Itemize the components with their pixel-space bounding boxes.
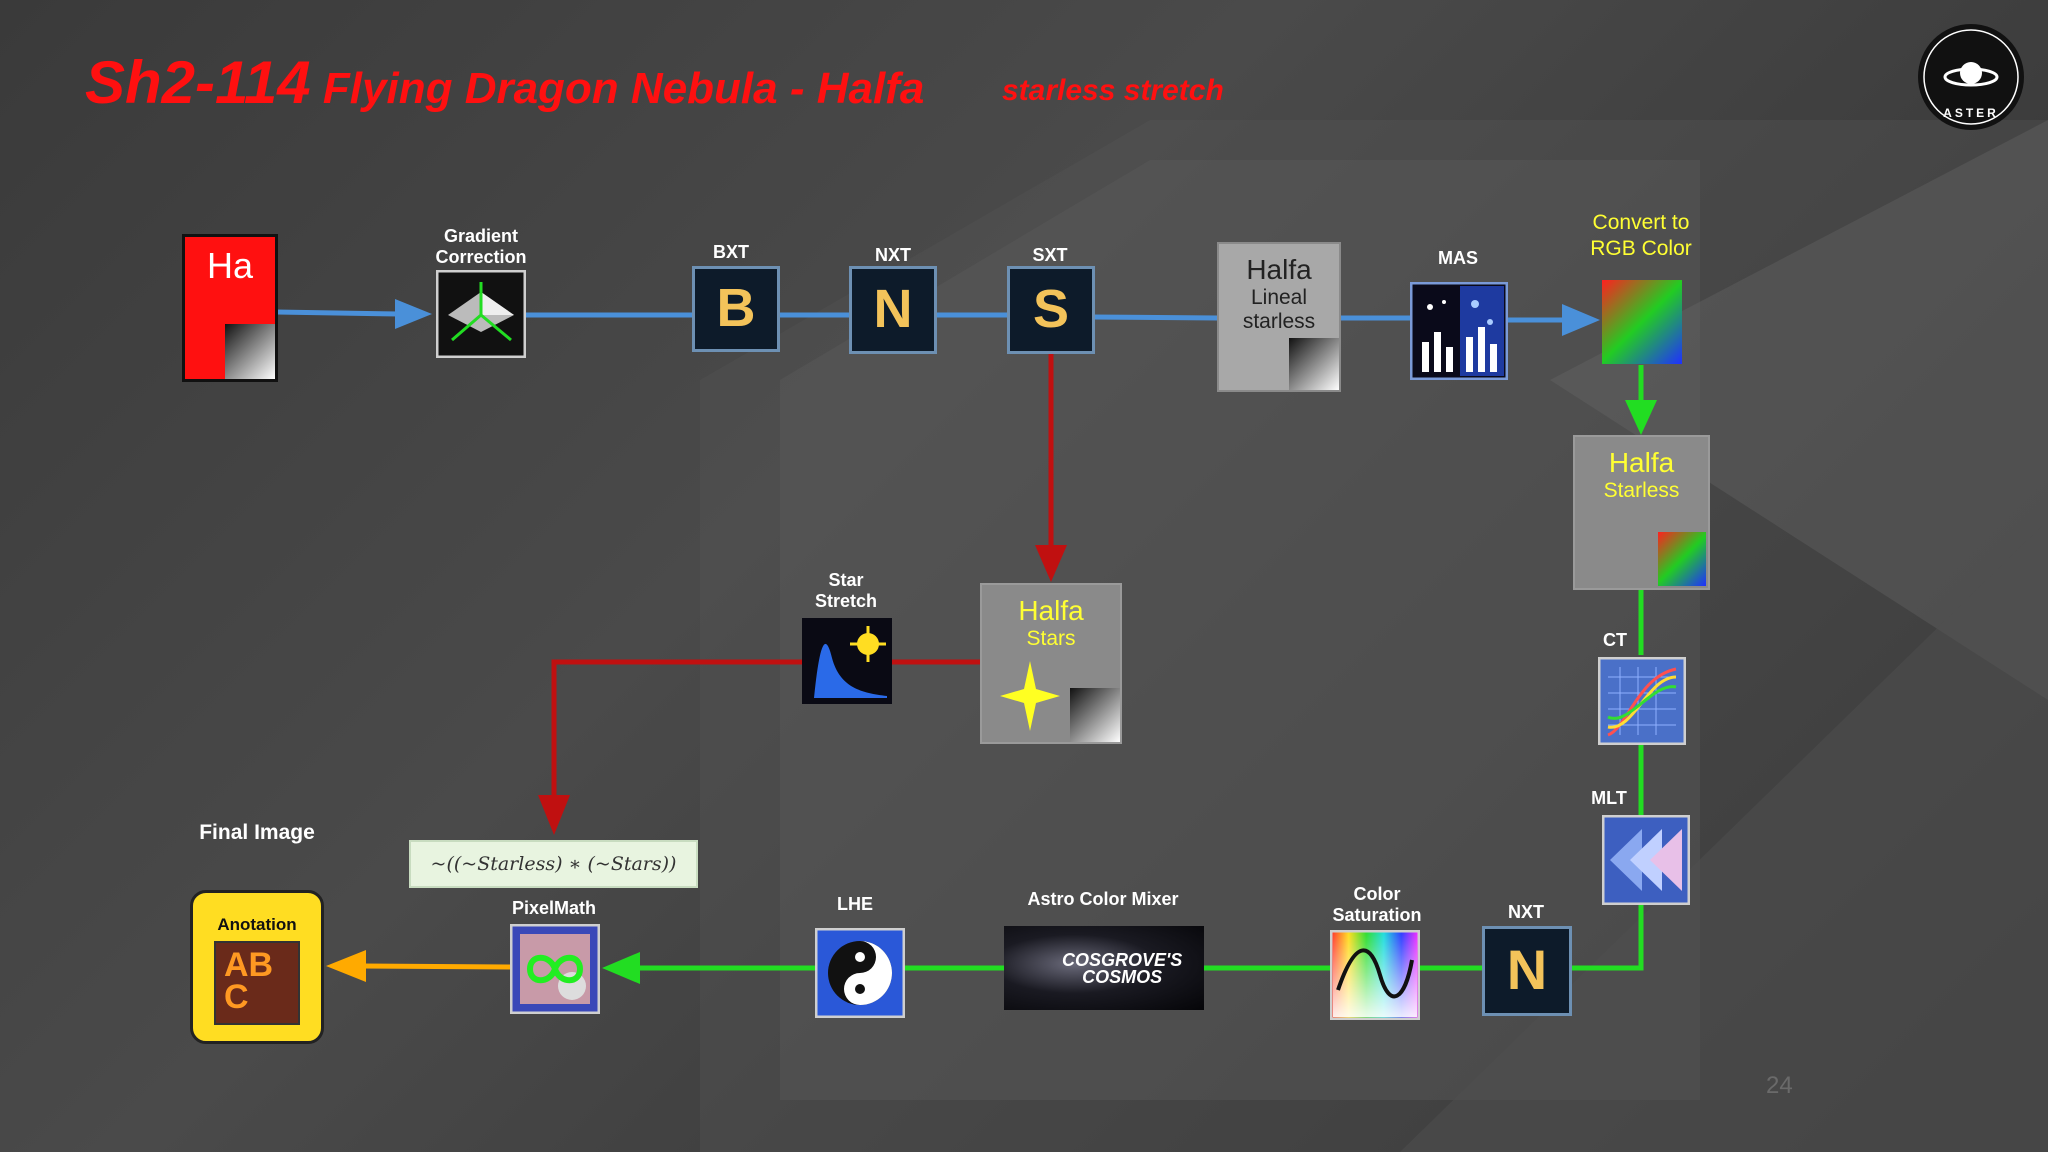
- nxt-label-bottom: NXT: [1508, 902, 1544, 922]
- halfa-starless-title: Halfa: [1608, 447, 1675, 478]
- grayscale-swatch-icon: [1289, 338, 1339, 390]
- sxt-label: SXT: [1032, 245, 1068, 265]
- star-stretch-icon[interactable]: [802, 618, 892, 704]
- green-flow-line: [602, 365, 1657, 984]
- lhe-icon[interactable]: [815, 928, 905, 1018]
- anotation-node[interactable]: Anotation AB C: [190, 890, 324, 1044]
- page-number: 24: [1766, 1072, 1793, 1099]
- title-code: Sh2-114: [85, 49, 311, 116]
- grayscale-swatch-icon: [1070, 688, 1120, 742]
- halfa-lineal-line3: starless: [1242, 310, 1316, 333]
- halfa-lineal-line2: Lineal: [1250, 286, 1308, 309]
- aster-logo: ASTER: [1918, 24, 2024, 130]
- pixelmath-label: PixelMath: [511, 898, 597, 918]
- ct-label: CT: [1603, 630, 1627, 650]
- pixelmath-icon[interactable]: [510, 924, 600, 1014]
- anotation-label: Anotation: [217, 915, 297, 934]
- ha-node[interactable]: Ha: [182, 234, 278, 382]
- nxt-letter-top: N: [873, 279, 913, 339]
- star-icon: [1000, 661, 1060, 731]
- ha-label: Ha: [206, 245, 254, 286]
- noisexterminator-icon[interactable]: N: [849, 266, 937, 354]
- color-saturation-label: Color Saturation: [1332, 884, 1422, 925]
- rgb-gradient-icon[interactable]: [1602, 280, 1682, 364]
- saturation-icon[interactable]: [1330, 930, 1420, 1020]
- halfa-starless-node[interactable]: Halfa Starless: [1573, 435, 1710, 590]
- cosmos-image[interactable]: COSGROVE'S COSMOS: [1004, 926, 1204, 1010]
- mas-label: MAS: [1438, 248, 1478, 268]
- bxt-label: BXT: [713, 242, 749, 262]
- astro-color-mixer-label: Astro Color Mixer: [1027, 889, 1179, 909]
- nxt-letter-bottom: N: [1506, 938, 1548, 1001]
- noisexterminator-icon[interactable]: N: [1482, 926, 1572, 1016]
- nxt-label-top: NXT: [875, 245, 911, 265]
- halfa-stars-subtitle: Stars: [1026, 627, 1076, 650]
- annotation-icon: AB C: [214, 941, 300, 1025]
- curves-icon[interactable]: [1598, 657, 1686, 745]
- gradient-correction-label: Gradient Correction: [435, 226, 527, 267]
- cosmos-image-text: COSGROVE'S COSMOS: [1062, 950, 1183, 987]
- halfa-lineal-title: Halfa: [1246, 254, 1312, 285]
- slide-title: Sh2-114 Flying Dragon Nebula - Halfa: [85, 48, 924, 117]
- starxterminator-icon[interactable]: S: [1007, 266, 1095, 354]
- title-name: Flying Dragon Nebula - Halfa: [310, 64, 925, 113]
- pixelmath-formula: ~((~Starless) ∗ (~Stars)): [409, 840, 698, 888]
- red-flow-line: [538, 353, 1067, 835]
- sxt-letter: S: [1032, 279, 1070, 339]
- star-stretch-label: Star Stretch: [814, 570, 878, 611]
- slide-subtitle: starless stretch: [1002, 74, 1224, 107]
- mlt-label: MLT: [1591, 788, 1627, 808]
- mlt-icon[interactable]: [1602, 815, 1690, 905]
- bxt-letter: B: [716, 278, 756, 338]
- halfa-starless-subtitle: Starless: [1603, 479, 1680, 502]
- orange-flow-line: [326, 950, 511, 982]
- blue-flow-line: [275, 299, 1600, 336]
- blurxterminator-icon[interactable]: B: [692, 266, 780, 352]
- grayscale-swatch-icon: [225, 324, 275, 379]
- halfa-stars-title: Halfa: [1018, 595, 1084, 626]
- mas-icon[interactable]: [1410, 282, 1508, 380]
- final-image-label: Final Image: [199, 821, 315, 844]
- convert-rgb-label: Convert to RGB Color: [1590, 211, 1692, 260]
- rgb-swatch-icon: [1658, 532, 1706, 586]
- logo-text: ASTER: [1943, 106, 1999, 120]
- gradient-correction-icon[interactable]: [436, 270, 526, 358]
- halfa-lineal-starless-node[interactable]: Halfa Lineal starless: [1217, 242, 1341, 392]
- halfa-stars-node[interactable]: Halfa Stars: [980, 583, 1122, 744]
- lhe-label: LHE: [837, 894, 873, 914]
